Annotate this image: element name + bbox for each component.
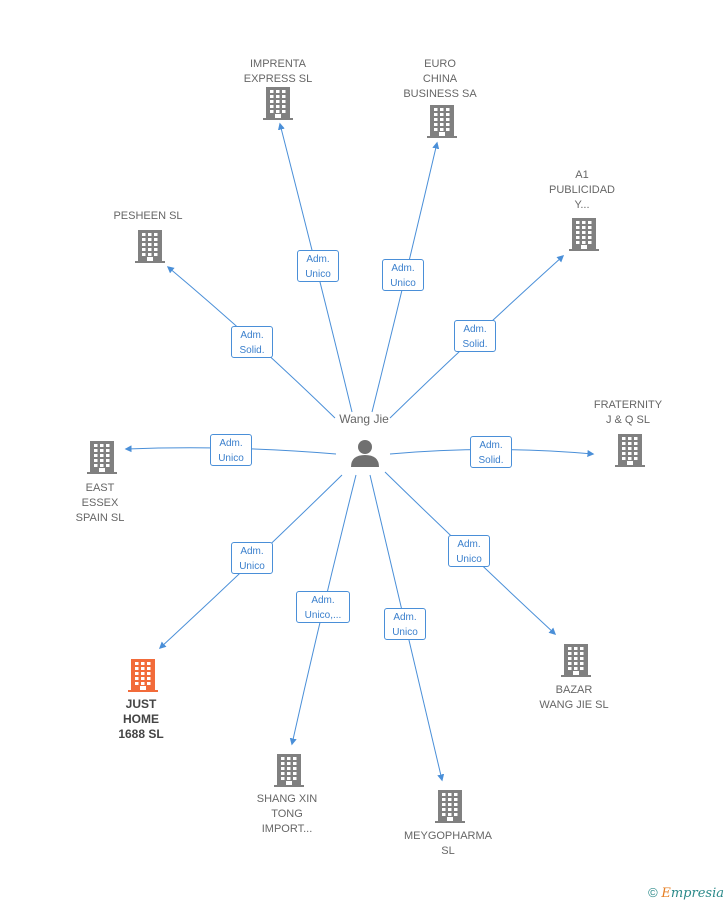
edge-imprenta bbox=[277, 122, 353, 413]
company-label-just-home[interactable]: JUST HOME 1688 SL bbox=[118, 697, 164, 741]
relation-label-imprenta: Adm. Unico bbox=[297, 250, 339, 282]
building-icon-euro-china[interactable] bbox=[427, 105, 457, 138]
center-person-name: Wang Jie bbox=[339, 412, 389, 426]
footer-brand: © Empresia bbox=[648, 885, 724, 901]
building-icon-just-home[interactable] bbox=[128, 659, 158, 692]
relation-label-a1-publicidad: Adm. Solid. bbox=[454, 320, 496, 352]
company-label-bazar[interactable]: BAZAR WANG JIE SL bbox=[539, 684, 609, 711]
company-label-east-essex[interactable]: EAST ESSEX SPAIN SL bbox=[75, 482, 125, 524]
company-label-fraternity[interactable]: FRATERNITY J & Q SL bbox=[593, 399, 663, 426]
company-label-meygopharma[interactable]: MEYGOPHARMA SL bbox=[403, 830, 492, 857]
relation-label-bazar: Adm. Unico bbox=[448, 535, 490, 567]
building-icon-fraternity[interactable] bbox=[615, 434, 645, 467]
company-label-imprenta[interactable]: IMPRENTA EXPRESS SL bbox=[243, 58, 313, 85]
brand-name: mpresia bbox=[670, 886, 724, 901]
relation-label-pesheen: Adm. Solid. bbox=[231, 326, 273, 358]
company-label-shang-xin[interactable]: SHANG XIN TONG IMPORT... bbox=[256, 793, 318, 835]
building-icon-meygopharma[interactable] bbox=[435, 790, 465, 823]
building-icon-east-essex[interactable] bbox=[87, 441, 117, 474]
building-icon-imprenta[interactable] bbox=[263, 87, 293, 120]
building-icon-shang-xin[interactable] bbox=[274, 754, 304, 787]
relation-label-east-essex: Adm. Unico bbox=[210, 434, 252, 466]
company-label-pesheen[interactable]: PESHEEN SL bbox=[113, 210, 183, 222]
building-icon-a1-publicidad[interactable] bbox=[569, 218, 599, 251]
relation-label-just-home: Adm. Unico bbox=[231, 542, 273, 574]
relation-label-meygopharma: Adm. Unico bbox=[384, 608, 426, 640]
company-label-a1-publicidad[interactable]: A1 PUBLICIDAD Y... bbox=[548, 169, 616, 211]
relation-label-fraternity: Adm. Solid. bbox=[470, 436, 512, 468]
person-icon[interactable] bbox=[351, 440, 379, 467]
building-icon-pesheen[interactable] bbox=[135, 230, 165, 263]
building-icon-bazar[interactable] bbox=[561, 644, 591, 677]
company-label-euro-china[interactable]: EURO CHINA BUSINESS SA bbox=[403, 58, 477, 100]
relation-label-shang-xin: Adm. Unico,... bbox=[296, 591, 350, 623]
brand-initial: E bbox=[661, 886, 671, 901]
relation-label-euro-china: Adm. Unico bbox=[382, 259, 424, 291]
copyright-symbol: © bbox=[648, 885, 658, 900]
